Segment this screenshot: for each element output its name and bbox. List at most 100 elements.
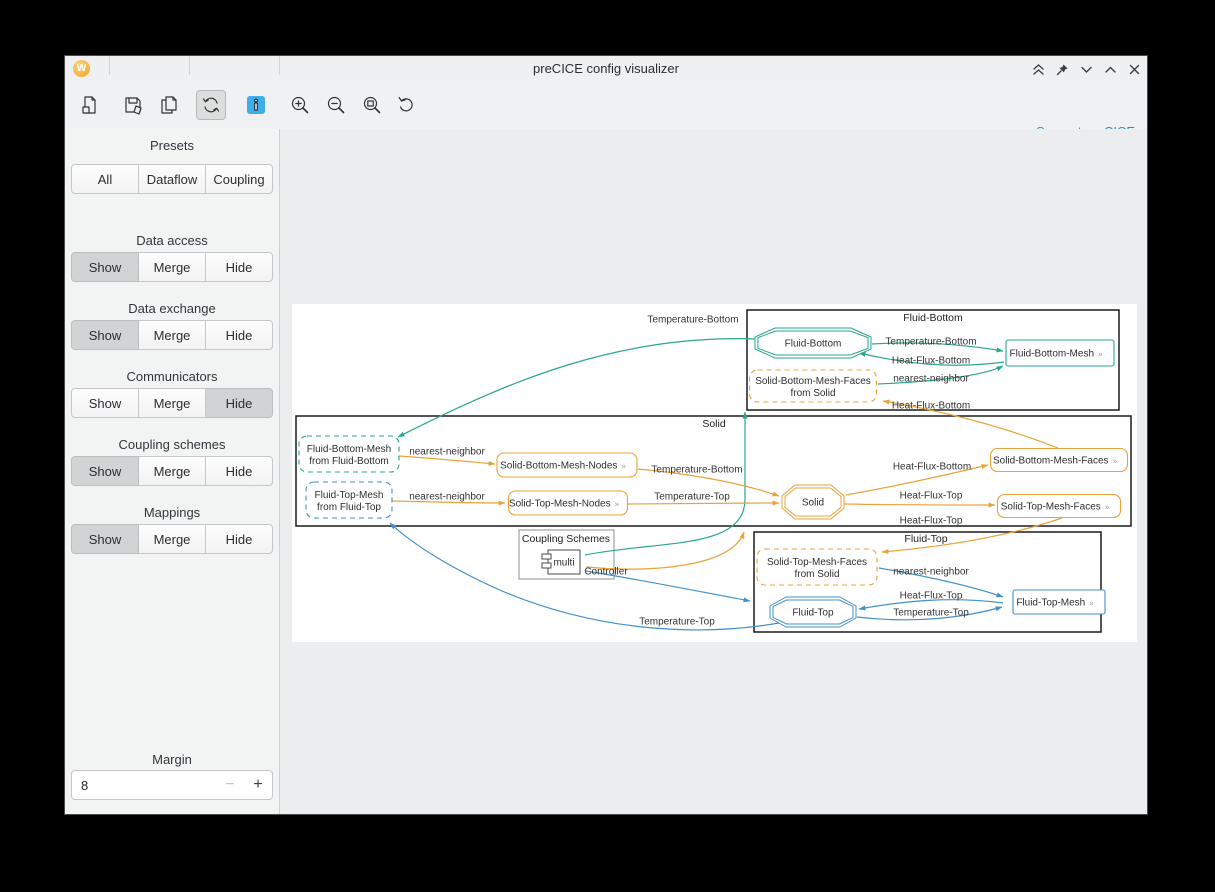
coupling-schemes-merge-button[interactable]: Merge (139, 456, 206, 486)
close-icon[interactable] (1127, 62, 1141, 76)
mappings-hide-button[interactable]: Hide (206, 524, 273, 554)
edge-label-nearest-neighbor: nearest-neighbor (893, 567, 969, 578)
edge-label-controller: Controller (584, 567, 628, 578)
margin-decrement-button[interactable]: − (225, 776, 235, 793)
margin-increment-button[interactable]: + (253, 776, 263, 793)
svg-text:Coupling Schemes: Coupling Schemes (522, 533, 610, 545)
data-exchange-merge-button[interactable]: Merge (139, 320, 206, 350)
info-icon[interactable] (241, 90, 271, 120)
edge-heat-flux-top-to-received-mesh (881, 517, 1063, 554)
edge-label-temperature-top: Temperature-Top (654, 492, 730, 503)
preset-coupling-button[interactable]: Coupling (206, 164, 273, 194)
preset-dataflow-button[interactable]: Dataflow (139, 164, 206, 194)
app-window: W preCICE config visualizer (64, 55, 1148, 815)
margin-heading: Margin (152, 752, 192, 767)
shade-icon[interactable] (1031, 62, 1045, 76)
presets-heading: Presets (149, 138, 195, 153)
edge-fb-mapping-nearest-neighbor (877, 365, 1004, 385)
pin-icon[interactable] (1055, 62, 1069, 76)
edge-fb-read-heat-flux-bottom (858, 352, 1005, 366)
svg-text:Fluid-Bottom: Fluid-Bottom (903, 312, 963, 324)
open-file-icon[interactable] (75, 90, 105, 120)
node-solid-bottom-mesh-faces: Solid-Bottom-Mesh-Faces» (989, 447, 1129, 473)
coupling-schemes-hide-button[interactable]: Hide (206, 456, 273, 486)
svg-text:Fluid-Bottom: Fluid-Bottom (785, 339, 842, 350)
coupling-schemes-show-button[interactable]: Show (71, 456, 139, 486)
node-fluid-bottom: Fluid-Bottom (754, 327, 872, 359)
communicators-show-button[interactable]: Show (71, 388, 139, 418)
data-exchange-heading: Data exchange (128, 301, 216, 316)
svg-text:Fluid-Top: Fluid-Top (904, 533, 947, 545)
data-access-merge-button[interactable]: Merge (139, 252, 206, 282)
maximize-icon[interactable] (1103, 62, 1117, 76)
data-exchange-hide-button[interactable]: Hide (206, 320, 273, 350)
svg-text:Solid-Bottom-Mesh-Faces»: Solid-Bottom-Mesh-Faces» (993, 456, 1118, 467)
participant-solid: Solid (295, 415, 1132, 527)
mappings-show-button[interactable]: Show (71, 524, 139, 554)
toolbar: Support preCICE (65, 56, 1147, 139)
edge-label-temperature-bottom: Temperature-Bottom (651, 465, 742, 476)
coupling-schemes-group: Coupling Schemes (518, 529, 615, 580)
participant-fluid-top: Fluid-Top (753, 531, 1102, 633)
edge-label-heat-flux-bottom: Heat-Flux-Bottom (892, 401, 970, 412)
edge-label-nearest-neighbor: nearest-neighbor (409, 447, 485, 458)
zoom-fit-icon[interactable] (357, 90, 387, 120)
edge-label-temperature-top: Temperature-Top (893, 608, 969, 619)
communicators-hide-button[interactable]: Hide (206, 388, 273, 418)
communicators-merge-button[interactable]: Merge (139, 388, 206, 418)
edge-label-temperature-top: Temperature-Top (639, 617, 715, 628)
edge-heat-flux-bottom-to-received-mesh (882, 399, 1059, 449)
margin-value[interactable]: 8 (81, 777, 89, 793)
preset-all-button[interactable]: All (71, 164, 139, 194)
data-exchange-show-button[interactable]: Show (71, 320, 139, 350)
svg-text:Solid-Bottom-Mesh-Nodes»: Solid-Bottom-Mesh-Nodes» (500, 461, 626, 472)
zoom-reset-icon[interactable] (392, 90, 422, 120)
margin-spinbox[interactable]: 8 − + (71, 770, 273, 800)
node-solid-bottom-mesh-nodes: Solid-Bottom-Mesh-Nodes» (496, 452, 638, 478)
copy-icon[interactable] (154, 90, 184, 120)
mappings-merge-button[interactable]: Merge (139, 524, 206, 554)
zoom-in-icon[interactable] (285, 90, 315, 120)
svg-text:Fluid-Top: Fluid-Top (792, 608, 834, 619)
minimize-icon[interactable] (1079, 62, 1093, 76)
refresh-icon[interactable] (196, 90, 226, 120)
edge-label-temperature-bottom: Temperature-Bottom (885, 337, 976, 348)
edge-ft-write-temperature-top (856, 606, 1003, 621)
data-access-show-button[interactable]: Show (71, 252, 139, 282)
app-icon: W (73, 60, 90, 77)
titlebar[interactable]: W preCICE config visualizer (65, 56, 1147, 82)
edge-temperature-top-to-received-mesh (389, 522, 780, 631)
svg-text:Solid: Solid (802, 498, 824, 509)
zoom-out-icon[interactable] (321, 90, 351, 120)
edge-solid-mapping-nn-top (391, 500, 506, 506)
edge-label-nearest-neighbor: nearest-neighbor (409, 492, 485, 503)
edge-label-temperature-bottom: Temperature-Bottom (647, 315, 738, 326)
save-as-icon[interactable] (118, 90, 148, 120)
svg-text:Solid-Top-Mesh-Faces»: Solid-Top-Mesh-Faces» (1001, 502, 1110, 513)
communicators-heading: Communicators (126, 369, 218, 384)
edge-multi-to-solid (585, 531, 745, 570)
svg-text:Fluid-Bottom-Mesh»: Fluid-Bottom-Mesh» (1010, 349, 1103, 360)
node-fluid-top-mesh: Fluid-Top-Mesh» (1012, 589, 1106, 615)
edge-solid-read-temperature-top (627, 500, 780, 506)
edge-multi-to-fluid-top (585, 570, 751, 603)
data-access-hide-button[interactable]: Hide (206, 252, 273, 282)
edge-solid-mapping-nn-bottom (398, 455, 496, 466)
